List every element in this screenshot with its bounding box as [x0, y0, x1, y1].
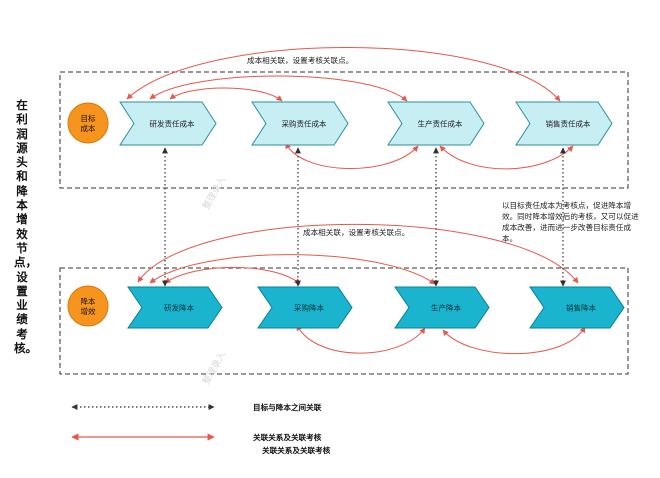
legend-dotted-label: 目标与降本之间关联 [253, 403, 322, 412]
reduction-step-4-label: 销售降本 [566, 303, 596, 313]
target-step-3-label: 生产责任成本 [418, 119, 463, 129]
target-step-1 [119, 101, 217, 146]
note-top: 成本相关联，设置考核关联点。 [247, 56, 354, 65]
target-step-4 [515, 101, 613, 146]
cost-reduction-circle-label: 降本增效 [81, 296, 96, 316]
cost-reduction-group-frame [59, 267, 629, 375]
target-cost-group-frame [59, 71, 629, 189]
cost-reduction-circle [67, 285, 109, 327]
side-title: 在利润源头和降本增效节点，设置业绩考核。 [14, 98, 37, 356]
target-cost-circle-label: 目标成本 [81, 113, 96, 133]
target-arc-under-1 [285, 142, 419, 170]
reduction-arc-inner [164, 266, 301, 285]
target-step-3 [387, 101, 485, 146]
target-arc-outer [126, 47, 561, 102]
reduction-step-3-label: 生产降本 [431, 303, 461, 313]
target-step-2 [251, 101, 349, 146]
legend-red-label-1: 关联关系及关联考核 [253, 433, 322, 442]
reduction-arc-middle [149, 254, 436, 285]
reduction-step-4 [529, 286, 625, 329]
reduction-step-2-label: 采购降本 [294, 303, 324, 313]
reduction-step-3 [394, 286, 490, 329]
target-arc-middle [149, 75, 408, 102]
target-arc-under-2 [439, 145, 574, 170]
reduction-step-1 [127, 286, 223, 329]
target-arc-inner [169, 87, 283, 102]
reduction-arc-outer [137, 223, 579, 284]
note-right: 以目标责任成本为考核点，促进降本增效。同时降本增效后的考核，又可以促进成本改善，… [502, 201, 639, 243]
target-step-4-label: 销售责任成本 [546, 119, 591, 129]
target-step-2-label: 采购责任成本 [282, 119, 327, 129]
reduction-arc-under-1 [296, 324, 426, 354]
target-cost-circle [67, 102, 109, 144]
reduction-step-2 [257, 286, 353, 329]
reduction-arc-under-2 [442, 326, 586, 355]
legend-red-label-2: 关联关系及关联考核 [262, 446, 331, 455]
target-step-1-label: 研发责任成本 [150, 119, 195, 129]
note-middle: 成本相关联，设置考核关联点。 [303, 228, 410, 237]
reduction-step-1-label: 研发降本 [164, 303, 194, 313]
